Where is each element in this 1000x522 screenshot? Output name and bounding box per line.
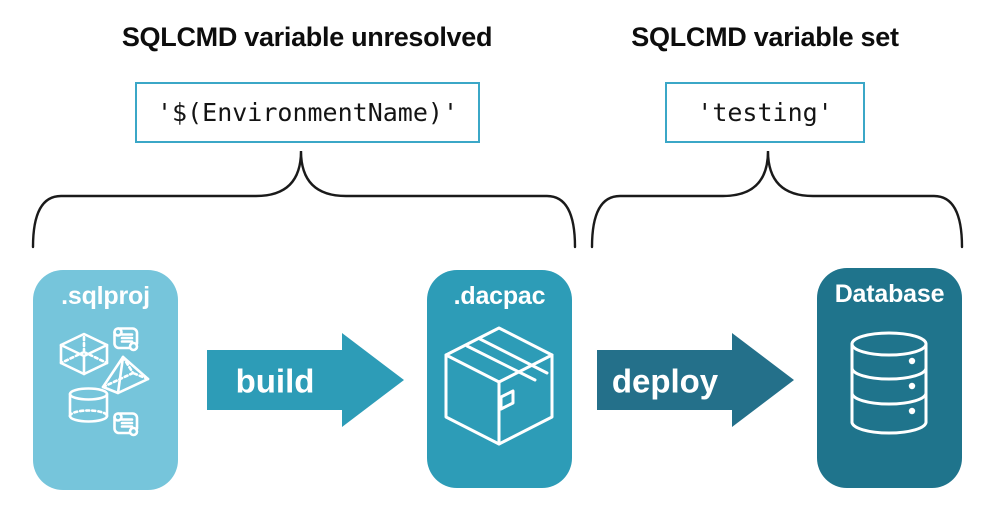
build-arrow-shape	[207, 333, 404, 427]
package-box-icon	[444, 326, 554, 446]
cylinder-icon	[68, 387, 109, 423]
cube-icon	[59, 332, 109, 376]
code-environment-variable: '$(EnvironmentName)'	[156, 98, 459, 127]
deploy-arrow-shape	[597, 333, 794, 427]
heading-sqlcmd-set: SQLCMD variable set	[631, 22, 899, 52]
left-brace	[31, 150, 577, 249]
right-brace	[590, 150, 964, 249]
card-sqlproj: .sqlproj	[33, 270, 178, 490]
package-label-icon	[499, 389, 515, 411]
card-database-label: Database	[834, 280, 945, 308]
deploy-arrow: deploy	[597, 333, 794, 427]
codebox-testing-value: 'testing'	[665, 82, 865, 143]
script-scroll-icon	[113, 327, 139, 352]
deploy-arrow-label: deploy	[612, 363, 719, 400]
build-arrow: build	[207, 333, 404, 427]
heading-sqlcmd-unresolved: SQLCMD variable unresolved	[121, 22, 493, 52]
code-testing-value: 'testing'	[697, 98, 833, 127]
card-dacpac: .dacpac	[427, 270, 572, 488]
sql-objects-and-scripts-icon	[59, 327, 150, 437]
pyramid-icon	[101, 355, 150, 395]
codebox-environment-variable: '$(EnvironmentName)'	[135, 82, 480, 143]
database-cylinder-icon	[850, 331, 928, 435]
card-dacpac-label: .dacpac	[453, 282, 546, 310]
build-arrow-label: build	[236, 363, 315, 400]
card-database: Database	[817, 268, 962, 488]
script-scroll-icon	[113, 412, 139, 437]
card-sqlproj-label: .sqlproj	[61, 282, 150, 310]
